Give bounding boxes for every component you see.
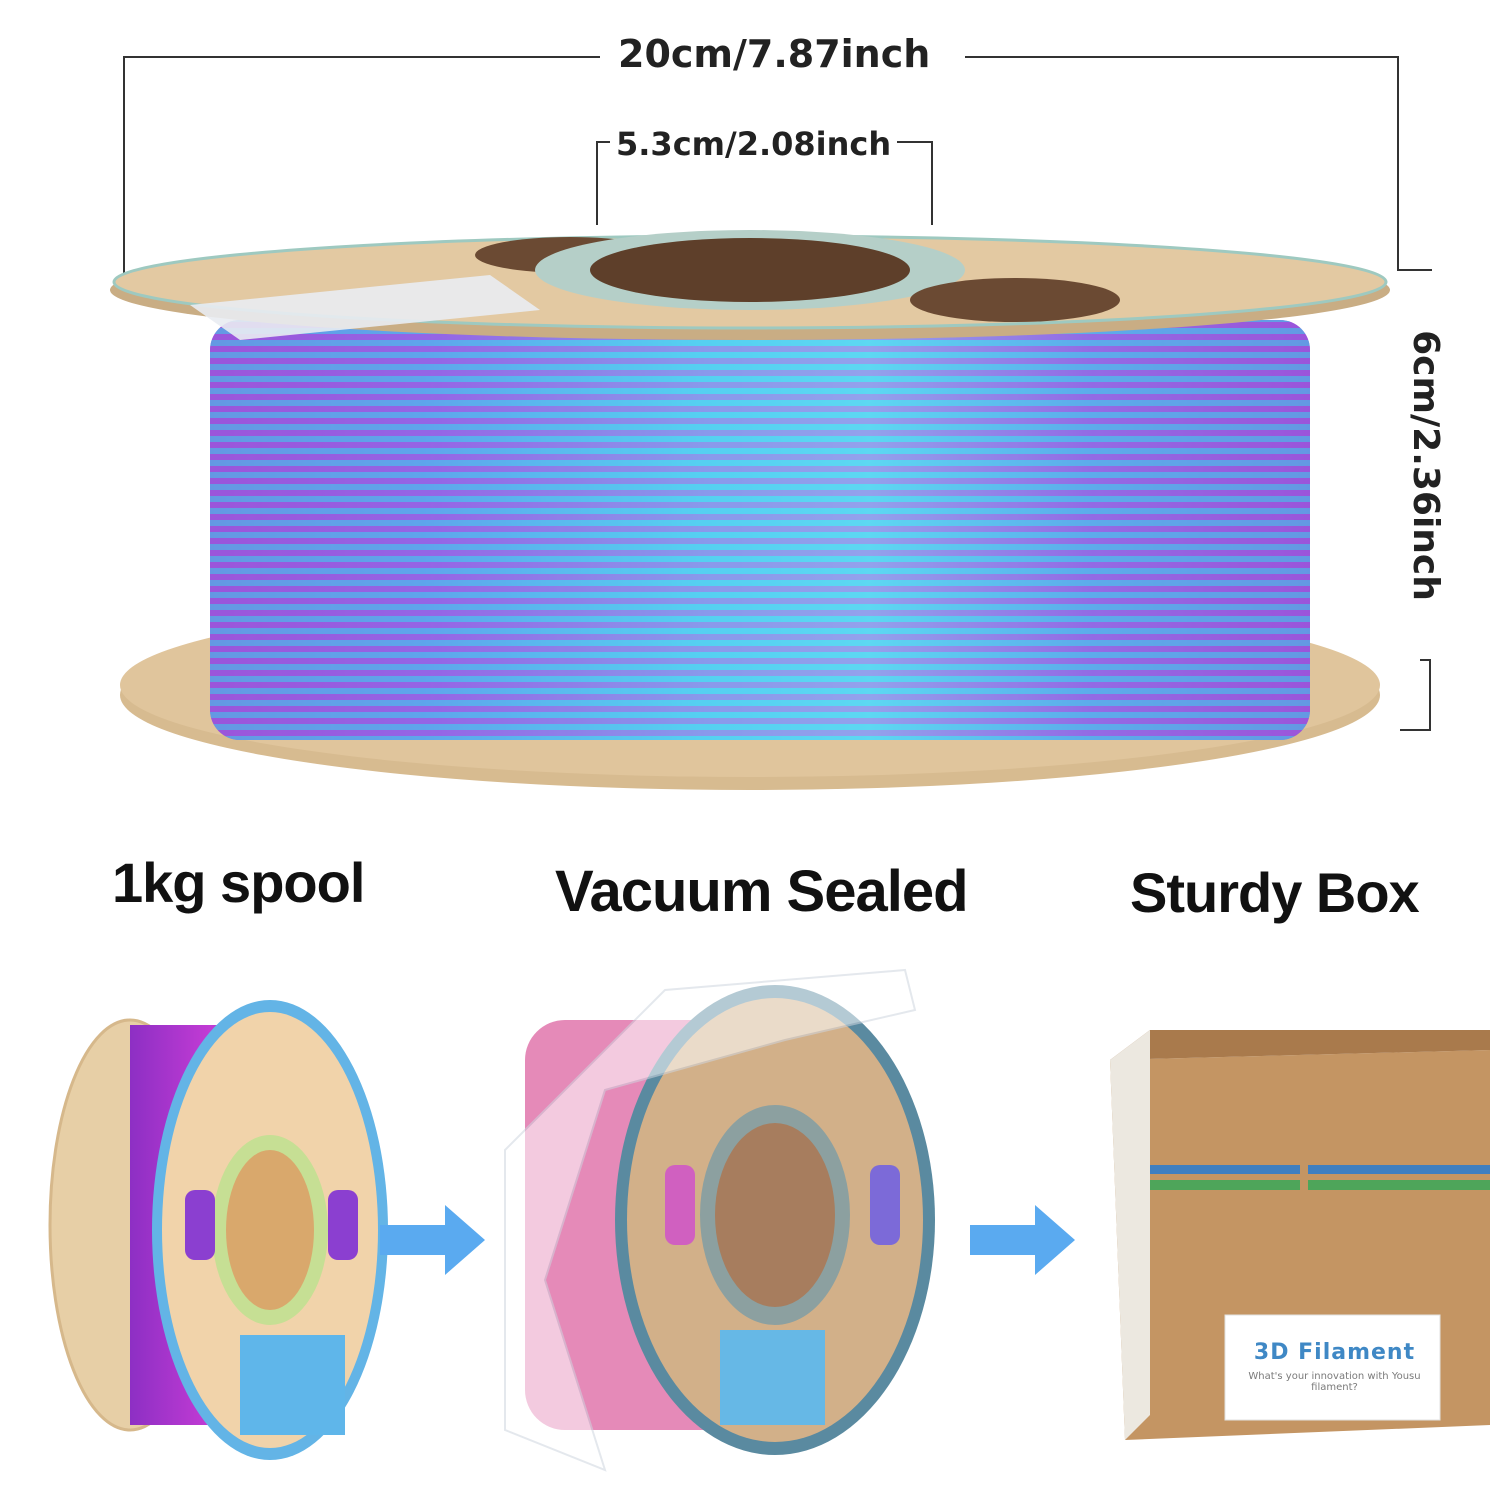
box-label-subtitle: What's your innovation with Yousu filame… xyxy=(1248,1371,1421,1393)
vacuum-sealed-spool-image xyxy=(504,968,935,1472)
small-spool-image xyxy=(48,1000,388,1460)
height-label: 6cm/2.36inch xyxy=(1404,330,1446,601)
caption-vacuum-sealed: Vacuum Sealed xyxy=(555,859,969,924)
box-label-title: 3D Filament xyxy=(1253,1340,1416,1365)
hole-label: 5.3cm/2.08inch xyxy=(610,125,898,163)
cardboard-box-image xyxy=(1110,1030,1490,1440)
arrow-right-icon xyxy=(380,1205,485,1275)
large-spool-image xyxy=(110,230,1390,790)
arrow-right-icon xyxy=(970,1205,1075,1275)
box-label: 3D Filament What's your innovation with … xyxy=(1232,1340,1437,1393)
caption-sturdy-box: Sturdy Box xyxy=(1130,861,1420,924)
caption-spool: 1kg spool xyxy=(112,851,365,914)
dimension-lines xyxy=(123,56,1432,731)
diameter-label: 20cm/7.87inch xyxy=(604,32,945,76)
